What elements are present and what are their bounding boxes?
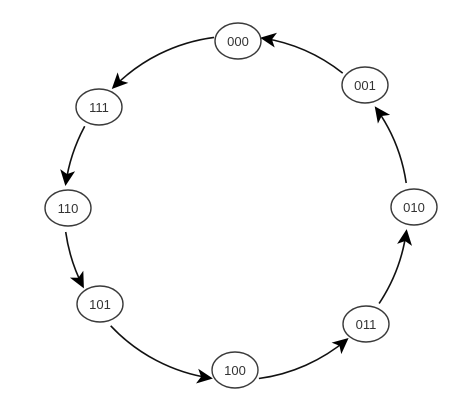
edges-layer — [64, 36, 408, 380]
state-node-ellipse — [211, 351, 259, 389]
state-node-111: 111 — [75, 88, 123, 126]
state-node-110: 110 — [44, 189, 92, 227]
arrowhead-100-to-011 — [331, 338, 349, 355]
state-node-label: 011 — [356, 317, 377, 332]
state-node-ellipse — [214, 22, 262, 60]
state-node-011: 011 — [342, 305, 390, 343]
arrowhead-010-to-001 — [374, 106, 391, 124]
state-node-001: 001 — [341, 66, 389, 104]
state-node-100: 100 — [211, 351, 259, 389]
state-node-label: 001 — [354, 78, 376, 93]
arrowhead-110-to-101 — [69, 270, 84, 289]
state-node-ellipse — [75, 88, 123, 126]
state-node-label: 100 — [224, 363, 246, 378]
state-node-label: 000 — [227, 34, 249, 49]
arrowhead-111-to-110 — [60, 169, 76, 186]
edge-001-to-000 — [261, 37, 344, 74]
state-node-ellipse — [76, 285, 124, 323]
edge-100-to-011 — [258, 338, 348, 380]
state-node-label: 010 — [403, 200, 425, 215]
state-node-ellipse — [390, 188, 438, 226]
state-node-label: 101 — [89, 297, 111, 312]
arrowhead-101-to-100 — [196, 368, 213, 384]
state-node-label: 110 — [58, 201, 79, 216]
arrowhead-001-to-000 — [260, 32, 277, 48]
arrowhead-011-to-010 — [397, 229, 412, 246]
edge-101-to-100 — [110, 325, 212, 379]
edge-000-to-111 — [112, 36, 215, 89]
arrows-layer — [60, 32, 412, 384]
state-node-ellipse — [341, 66, 389, 104]
state-node-label: 111 — [89, 100, 109, 115]
nodes-layer: 000 001 010 011 100 101 110 111 — [44, 22, 438, 389]
state-node-ellipse — [44, 189, 92, 227]
state-node-010: 010 — [390, 188, 438, 226]
arrowhead-000-to-111 — [111, 72, 129, 89]
state-node-101: 101 — [76, 285, 124, 323]
state-node-000: 000 — [214, 22, 262, 60]
edge-010-to-001 — [375, 107, 407, 184]
state-node-ellipse — [342, 305, 390, 343]
